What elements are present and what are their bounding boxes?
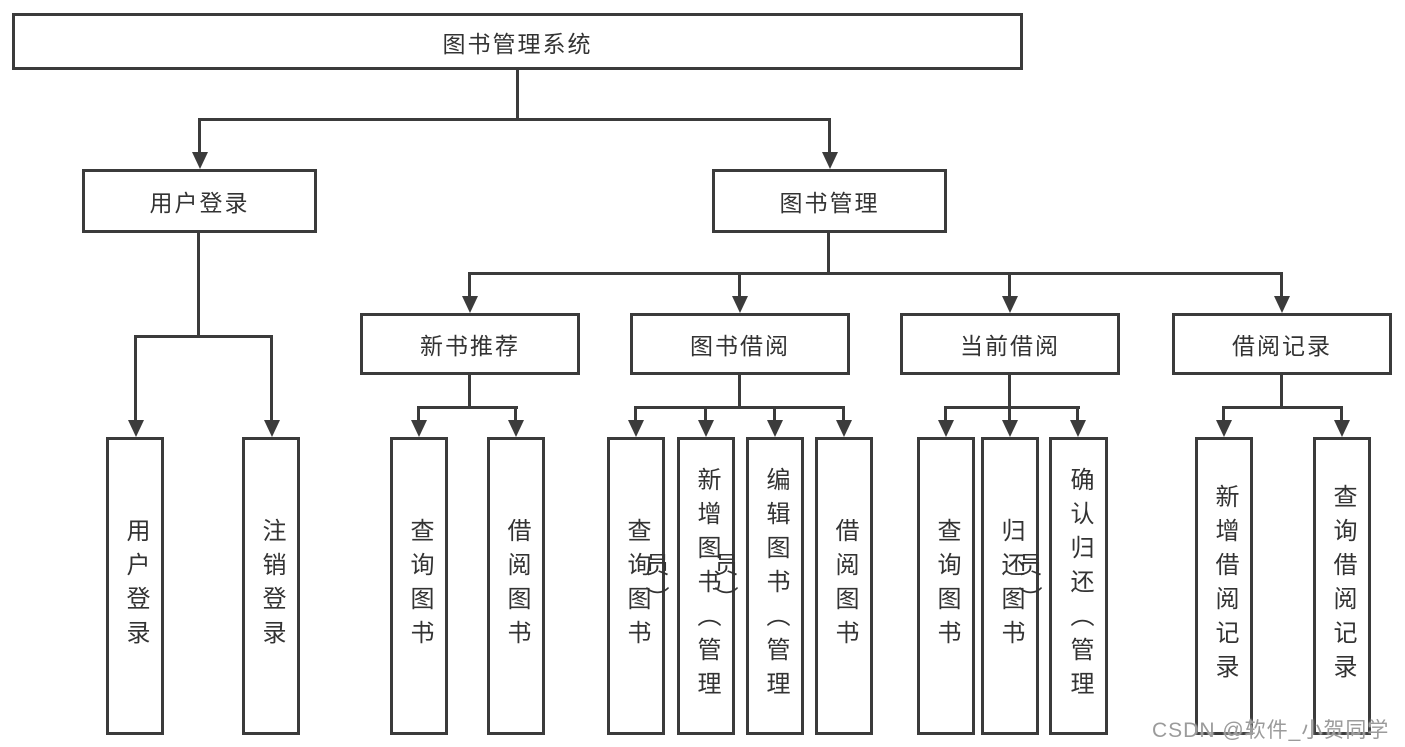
connector-user-login-vline [197,233,200,338]
leaf-nbr-query-books: 查询图书 [390,437,448,735]
leaf-cb-return-books: 归还图书 [981,437,1039,735]
arrow-to-borrow-records [1280,272,1283,296]
node-borrow-records: 借阅记录 [1172,313,1392,375]
leaf-cb-confirm-return-admin: 确认归还（管理员） [1014,437,1108,735]
arrow-to-user-login [198,118,201,152]
leaf-br-add-record: 新增借阅记录 [1195,437,1253,735]
node-current-borrow: 当前借阅 [900,313,1120,375]
node-book-borrow: 图书借阅 [630,313,850,375]
node-user-login: 用户登录 [82,169,317,233]
connector-book-management-hline [468,272,1283,275]
arrow-to-bb-add [704,406,707,420]
connector-nbr-vline [468,375,471,409]
leaf-bb-add-books-admin: 新增图书（管理员） [641,437,735,735]
connector-book-management-vline [827,233,830,275]
arrow-to-br-add [1222,406,1225,420]
connector-root-vline [516,69,519,121]
arrow-to-bb-edit [773,406,776,420]
arrow-to-bb-query [634,406,637,420]
leaf-bb-query-books: 查询图书 [607,437,665,735]
arrow-to-br-query [1340,406,1343,420]
node-new-book-recommend: 新书推荐 [360,313,580,375]
connector-cb-hline [944,406,1080,409]
arrow-to-leaf-user-login [134,335,137,420]
connector-cb-vline [1008,375,1011,409]
node-book-management: 图书管理 [712,169,947,233]
arrow-to-cb-query [944,406,947,420]
arrow-to-current-borrow [1008,272,1011,296]
arrow-to-leaf-logout [270,335,273,420]
leaf-bb-edit-books-admin: 编辑图书（管理员） [710,437,804,735]
leaf-user-login: 用户登录 [106,437,164,735]
node-library-management-system: 图书管理系统 [12,13,1023,70]
arrow-to-new-book-recommend [468,272,471,296]
arrow-to-cb-return [1008,406,1011,420]
leaf-cb-query-books: 查询图书 [917,437,975,735]
connector-user-login-hline [134,335,273,338]
arrow-to-bb-borrow [842,406,845,420]
leaf-br-query-record: 查询借阅记录 [1313,437,1371,735]
arrow-to-cb-confirm [1076,406,1079,420]
connector-bb-hline [634,406,845,409]
leaf-nbr-borrow-books: 借阅图书 [487,437,545,735]
arrow-to-nbr-query [417,406,420,420]
leaf-logout: 注销登录 [242,437,300,735]
arrow-to-nbr-borrow [514,406,517,420]
connector-root-hline [198,118,831,121]
leaf-bb-borrow-books: 借阅图书 [815,437,873,735]
csdn-watermark: CSDN @软件_小贺同学 [1152,719,1390,742]
arrow-to-book-borrow [738,272,741,296]
arrow-to-book-management [828,118,831,152]
connector-nbr-hline [417,406,518,409]
connector-bb-vline [738,375,741,409]
connector-br-hline [1222,406,1343,409]
connector-br-vline [1280,375,1283,409]
